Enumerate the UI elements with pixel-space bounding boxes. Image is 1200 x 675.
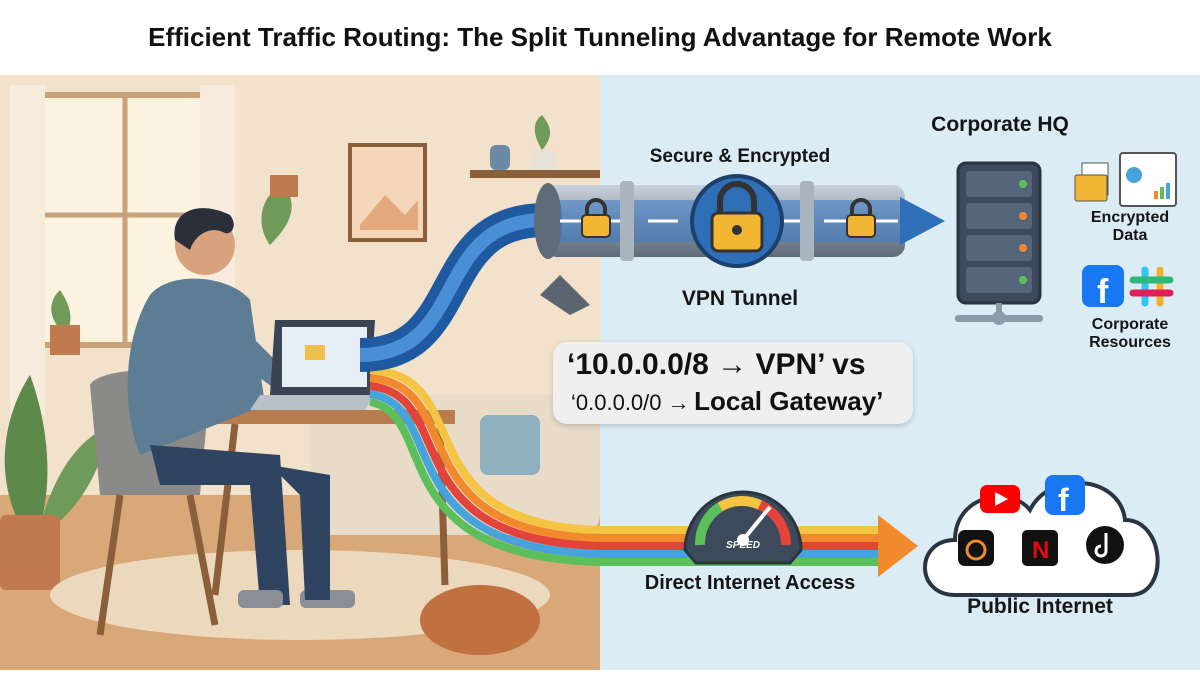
facebook-icon-public: f bbox=[1045, 475, 1085, 518]
laptop-icon bbox=[250, 320, 375, 410]
vpn-route-rule: ‘10.0.0.0/8 → VPN’ vs bbox=[567, 348, 866, 381]
local-route-target: Local Gateway’ bbox=[694, 386, 884, 416]
vpn-arrow-head bbox=[900, 197, 945, 245]
wall-shelf bbox=[470, 170, 600, 178]
public-internet-label: Public Internet bbox=[967, 595, 1113, 618]
svg-text:f: f bbox=[1058, 482, 1069, 518]
lock-icon-small-right bbox=[846, 198, 876, 238]
vpn-tunnel-label: VPN Tunnel bbox=[681, 287, 799, 310]
direct-internet-label: Direct Internet Access bbox=[644, 572, 856, 594]
corporate-hq-title: Corporate HQ bbox=[931, 113, 1069, 136]
page-title: Efficient Traffic Routing: The Split Tun… bbox=[0, 0, 1200, 75]
server-rack-icon bbox=[955, 161, 1043, 325]
direct-arrow-head bbox=[878, 515, 918, 577]
pouf bbox=[420, 585, 540, 655]
hanging-plant bbox=[261, 185, 292, 245]
slack-icon bbox=[1129, 266, 1174, 307]
youtube-icon bbox=[980, 485, 1020, 513]
svg-text:N: N bbox=[1032, 537, 1049, 564]
netflix-icon: N bbox=[1022, 530, 1058, 566]
speedometer-icon bbox=[683, 490, 803, 565]
local-route-prefix: ‘0.0.0.0/0 → bbox=[571, 390, 690, 415]
dashboard-chart-icon bbox=[1119, 152, 1177, 207]
table-plant bbox=[50, 290, 80, 355]
routing-rules-box: ‘10.0.0.0/8 → VPN’ vs ‘0.0.0.0/0 → Local… bbox=[553, 342, 913, 424]
lock-icon-small-left bbox=[581, 198, 611, 238]
encrypted-data-label: Encrypted Data bbox=[1090, 209, 1170, 244]
app-icon bbox=[958, 530, 994, 566]
person-working bbox=[127, 208, 355, 608]
speed-gauge-label: SPEED bbox=[726, 540, 760, 551]
svg-text:f: f bbox=[1097, 273, 1109, 311]
floor-plant bbox=[0, 375, 110, 590]
desk-lamp bbox=[540, 275, 590, 315]
facebook-icon-corporate: f bbox=[1082, 265, 1124, 311]
secure-encrypted-label: Secure & Encrypted bbox=[649, 146, 831, 167]
corporate-resources-label: Corporate Resources bbox=[1089, 316, 1171, 351]
folder-document-icon bbox=[1074, 162, 1109, 202]
direct-internet-stream bbox=[369, 366, 880, 566]
tiktok-icon bbox=[1086, 526, 1124, 564]
lock-icon-large bbox=[690, 174, 784, 268]
local-route-rule: ‘0.0.0.0/0 → Local Gateway’ bbox=[571, 386, 883, 417]
